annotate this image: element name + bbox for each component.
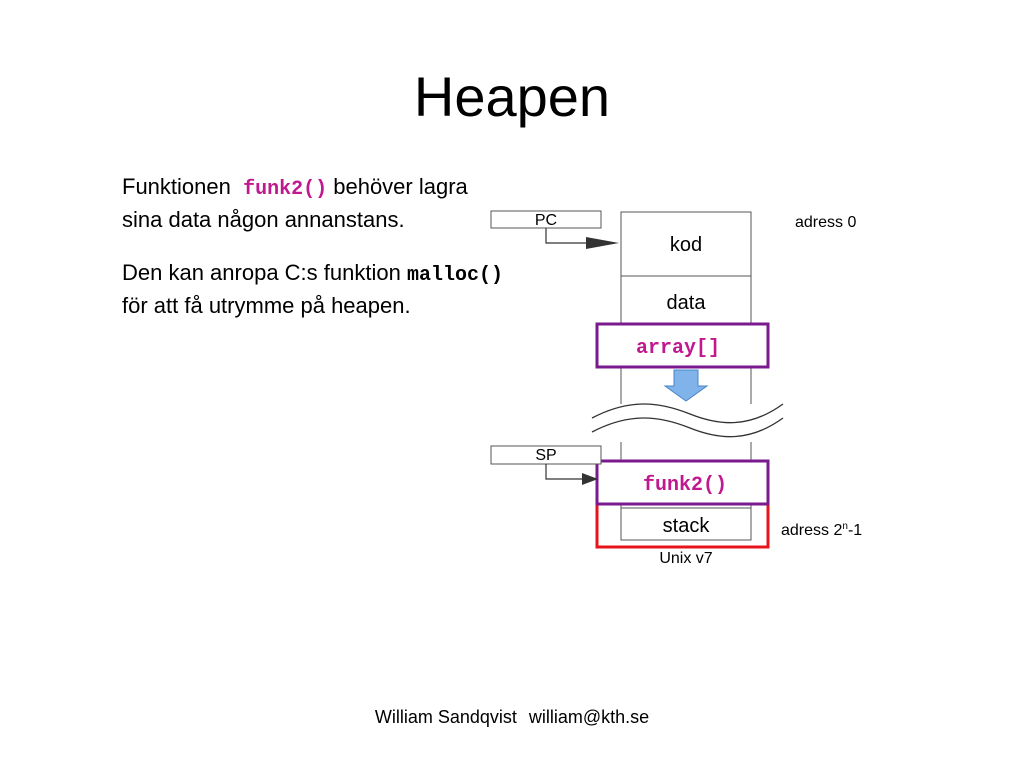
pc-pointer-line (545, 228, 588, 244)
break-mask (590, 404, 785, 442)
address-top-label: adress 0 (795, 214, 856, 231)
footer-author: William Sandqvist (374, 707, 517, 727)
code-malloc: malloc() (406, 264, 503, 287)
code-funk2: funk2() (243, 178, 328, 201)
diagram-caption: Unix v7 (659, 550, 712, 567)
sp-pointer-line (545, 464, 584, 480)
sp-label: SP (535, 447, 556, 464)
paragraph-malloc-line2: för att få utrymme på heapen. (122, 293, 411, 318)
paragraph-funk2-after: behöver lagra (333, 174, 468, 199)
footer: William Sandqvist william@kth.se (0, 706, 1024, 728)
slide-title: Heapen (413, 65, 611, 128)
paragraph-malloc: Den kan anropa C:s funktion malloc() för… (122, 258, 602, 321)
paragraph-funk2: Funktionen funk2() behöver lagra sina da… (122, 172, 602, 235)
address-bottom-label: adress 2n-1 (781, 521, 862, 539)
paragraph-malloc-before: Den kan anropa C:s funktion (122, 260, 401, 285)
funk2-highlight-box (595, 459, 770, 506)
funk2-label: funk2() (643, 474, 727, 497)
break-wave-top (591, 403, 784, 424)
address-bottom-suffix: -1 (848, 522, 862, 539)
array-label: array[] (636, 337, 720, 360)
address-bottom-prefix: adress 2 (781, 522, 842, 539)
heap-growth-arrow-icon (663, 369, 709, 402)
break-wave-bottom (591, 417, 784, 438)
sp-pointer-arrow-icon (582, 473, 598, 485)
paragraph-funk2-line2: sina data någon annanstans. (122, 207, 405, 232)
address-bottom-exponent: n (842, 521, 848, 532)
array-highlight-box (595, 322, 770, 369)
paragraph-funk2-before: Funktionen (122, 174, 231, 199)
segment-kod-label: kod (670, 234, 702, 256)
segment-stack-label: stack (663, 515, 711, 537)
pc-pointer-arrow-icon (586, 237, 619, 249)
segment-data-label: data (667, 292, 707, 314)
pc-label: PC (535, 212, 557, 229)
footer-email: william@kth.se (528, 707, 650, 727)
